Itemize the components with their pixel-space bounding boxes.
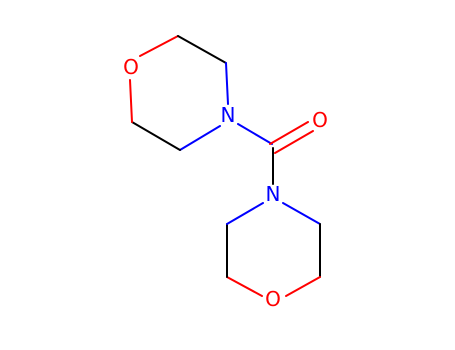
- bond-carbonyl-o-1: [269, 121, 309, 145]
- bond-o-top-c1: [139, 35, 179, 57]
- bond-c2-n-top: [225, 62, 229, 105]
- bond-c1-c2: [177, 35, 227, 64]
- bond-n-top-carbonyl: [237, 123, 273, 145]
- bond-n-top-c3: [179, 125, 221, 151]
- bond-c4-o-top: [129, 79, 133, 123]
- atom-oxygen-bottom: O: [265, 287, 281, 311]
- atom-oxygen-top: O: [123, 55, 139, 79]
- atom-nitrogen-bottom: N: [266, 182, 281, 206]
- bond-o-bottom-c7: [226, 276, 263, 297]
- bond-c6-o-bottom: [285, 276, 321, 297]
- bond-c3-c4: [131, 121, 181, 151]
- bond-carbonyl-o-2: [274, 130, 314, 154]
- bond-n-bottom-c5: [282, 202, 321, 225]
- atom-oxygen-carbonyl: O: [312, 108, 328, 132]
- atom-nitrogen-top: N: [221, 103, 236, 127]
- bond-c8-n-bottom: [226, 202, 264, 225]
